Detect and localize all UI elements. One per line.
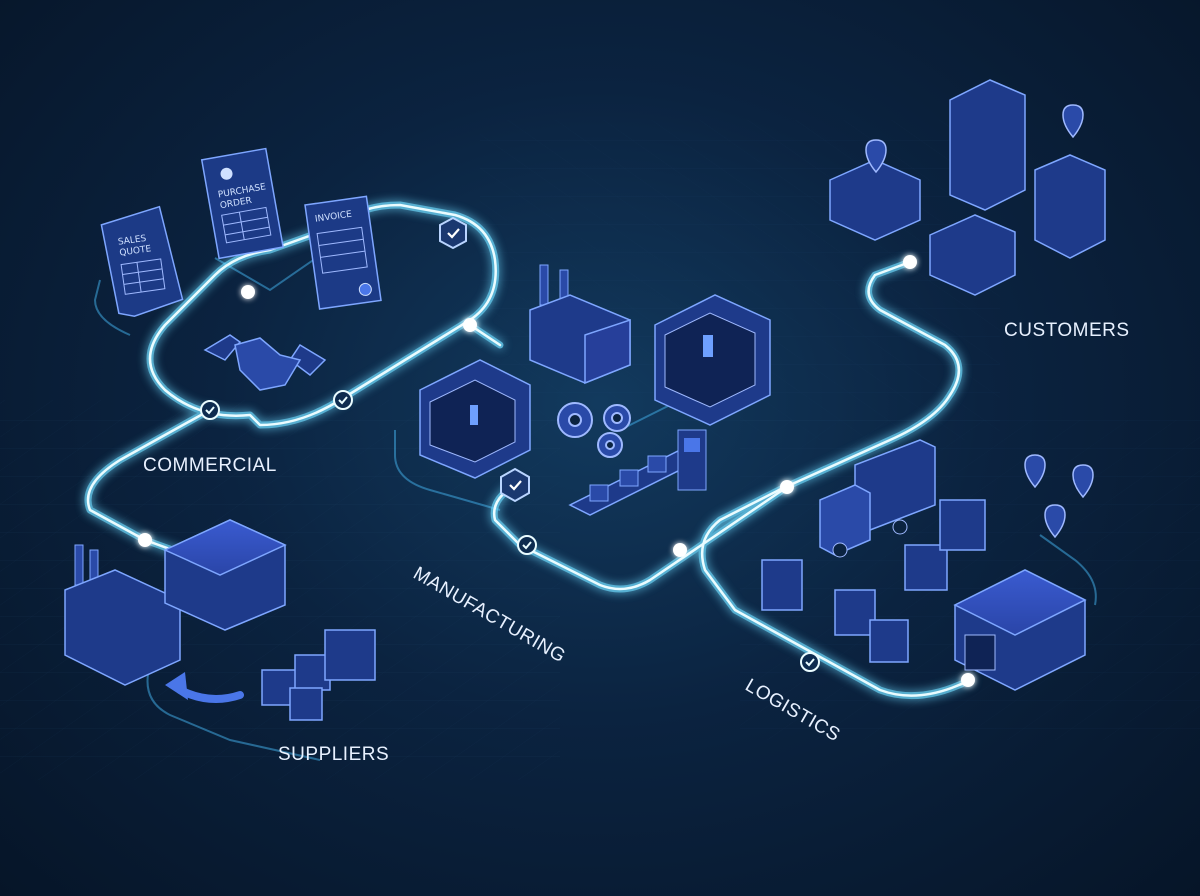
delivery-truck-icon bbox=[819, 439, 936, 558]
path-nodes bbox=[138, 255, 975, 687]
node-dot bbox=[241, 285, 255, 299]
node-dot bbox=[780, 480, 794, 494]
section-label-suppliers: SUPPLIERS bbox=[278, 744, 390, 765]
conveyor-line-icon bbox=[568, 429, 707, 516]
warehouse-icon bbox=[953, 569, 1087, 691]
location-pin-icon bbox=[865, 104, 1094, 539]
node-dot bbox=[463, 318, 477, 332]
check-icon bbox=[800, 652, 820, 672]
supplier-boxes-icon bbox=[261, 629, 376, 721]
check-icon bbox=[333, 390, 353, 410]
sales-quote-line-1: SALES bbox=[117, 234, 147, 248]
factory-icon bbox=[529, 264, 631, 385]
sales-quote-document-icon: SALES QUOTE bbox=[100, 205, 184, 317]
node-dot bbox=[138, 533, 152, 547]
check-icon bbox=[517, 535, 537, 555]
cnc-machine-icon bbox=[654, 294, 771, 426]
node-dot bbox=[673, 543, 687, 557]
check-badges bbox=[200, 216, 820, 672]
supplier-warehouse-icon bbox=[163, 519, 287, 631]
supplier-factory-icon bbox=[64, 544, 181, 686]
return-arrow-icon bbox=[165, 672, 244, 703]
logistics-boxes-icon bbox=[761, 499, 986, 663]
customer-buildings-icon bbox=[829, 79, 1106, 296]
sales-quote-line-2: QUOTE bbox=[119, 244, 152, 258]
lathe-machine-icon bbox=[419, 359, 531, 479]
node-dot bbox=[961, 673, 975, 687]
check-icon bbox=[200, 400, 220, 420]
section-label-customers: CUSTOMERS bbox=[1004, 320, 1130, 341]
invoice-document-icon: INVOICE bbox=[304, 195, 382, 310]
node-dot bbox=[903, 255, 917, 269]
section-label-commercial: COMMERCIAL bbox=[143, 455, 277, 476]
flow-paths bbox=[84, 201, 974, 700]
verified-badge-icon bbox=[500, 467, 530, 503]
verified-badge-icon bbox=[439, 216, 467, 250]
handshake-icon bbox=[203, 334, 327, 391]
gears-icon bbox=[557, 402, 631, 458]
purchase-order-document-icon: PURCHASE ORDER bbox=[200, 147, 284, 260]
